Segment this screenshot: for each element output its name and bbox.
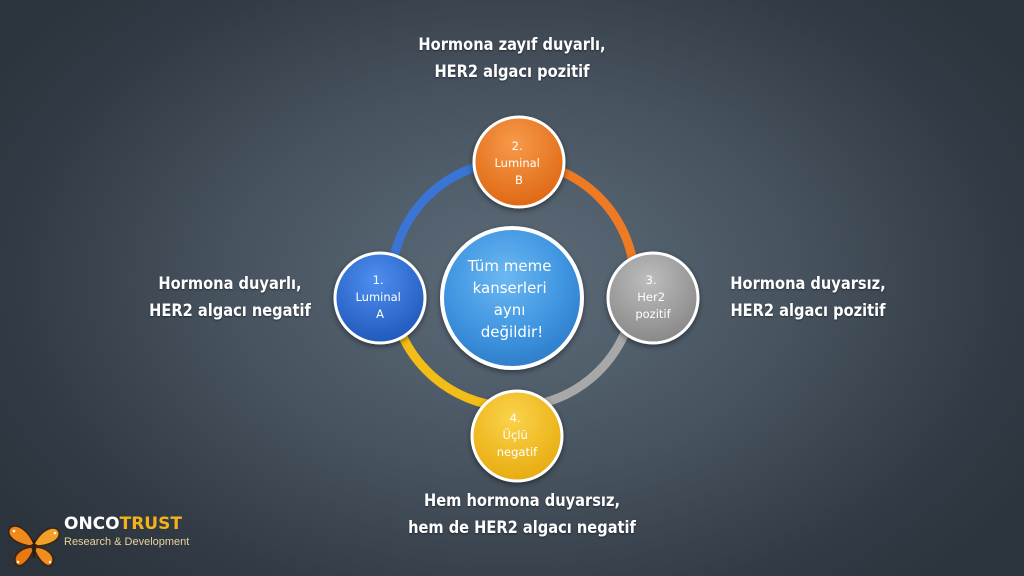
node-triple-negative-label: 4. Üçlü negatif <box>497 411 538 459</box>
caption-her2-positive: Hormona duyarsız, HER2 algacı pozitif <box>705 271 911 325</box>
logo-tagline: Research & Development <box>64 536 190 548</box>
caption-her2-positive-line-1: Hormona duyarsız, <box>730 274 886 294</box>
caption-triple-negative: Hem hormona duyarsız, hem de HER2 algacı… <box>402 488 643 542</box>
caption-luminal-b: Hormona zayıf duyarlı, HER2 algacı pozit… <box>409 32 615 86</box>
center-text: Tüm meme kanserleri aynı değildir! <box>467 257 556 341</box>
caption-triple-negative-line-1: Hem hormona duyarsız, <box>423 491 621 511</box>
node-luminal-a-label: 1. Luminal A <box>355 273 404 321</box>
node-luminal-b <box>472 115 566 209</box>
caption-luminal-b-line-1: Hormona zayıf duyarlı, <box>418 35 606 55</box>
node-triple-negative <box>470 389 564 483</box>
caption-luminal-b-line-2: HER2 algacı pozitif <box>434 62 590 82</box>
caption-luminal-a-line-1: Hormona duyarlı, <box>158 274 302 294</box>
logo-brand-trust: TRUST <box>119 514 182 534</box>
oncotrust-logo: ONCOTRUST Research & Development <box>6 510 206 570</box>
caption-triple-negative-line-2: hem de HER2 algacı negatif <box>408 518 636 538</box>
logo-brand-onco: ONCO <box>64 514 120 534</box>
caption-luminal-a: Hormona duyarlı, HER2 algacı negatif <box>135 271 324 325</box>
logo-brand: ONCOTRUST <box>64 514 182 534</box>
node-her2-positive <box>606 251 700 345</box>
caption-her2-positive-line-2: HER2 algacı pozitif <box>730 301 886 321</box>
caption-luminal-a-line-2: HER2 algacı negatif <box>149 301 311 321</box>
butterfly-icon <box>8 525 60 567</box>
node-luminal-b-label: 2. Luminal B <box>494 139 543 187</box>
node-her2-positive-label: 3. Her2 pozitif <box>635 273 671 321</box>
center-circle <box>440 226 584 370</box>
node-luminal-a <box>333 251 427 345</box>
